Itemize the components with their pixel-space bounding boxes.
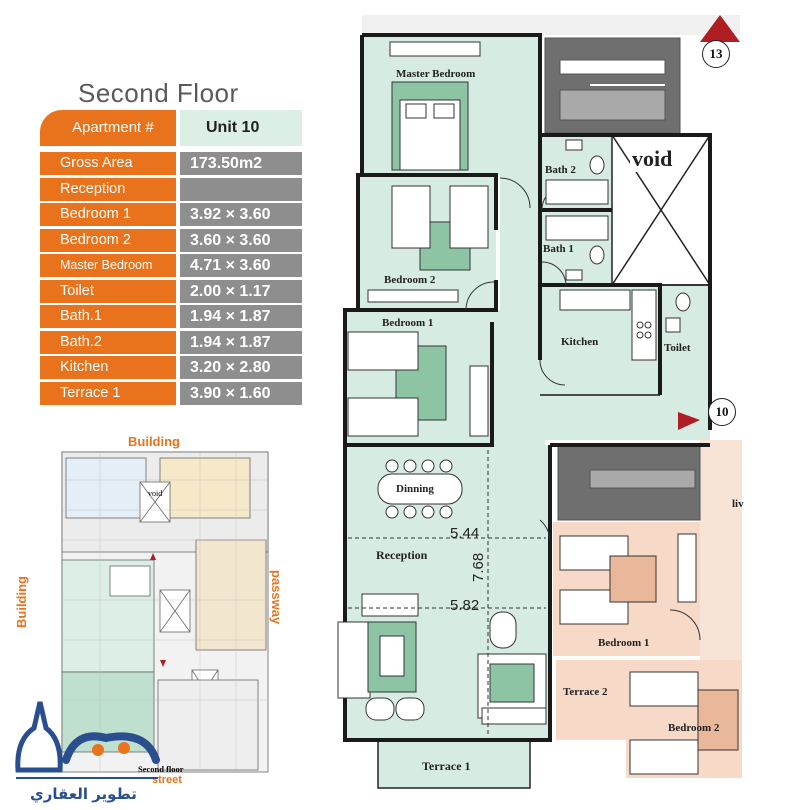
- spec-row-value: 3.60 × 3.60: [180, 228, 302, 252]
- spec-row-label: Bath.1: [40, 305, 176, 328]
- key-plan: [61, 451, 269, 773]
- dimension-length: 7.68: [470, 552, 487, 582]
- key-plan-grid: [62, 452, 268, 772]
- entrance-marker-arrow: [678, 412, 700, 430]
- spec-row-label: Reception: [40, 177, 176, 201]
- room-label-void: void: [630, 146, 675, 172]
- neighbor-corridor: [700, 440, 742, 660]
- room-label-neighbor-bedroom-1: Bedroom 1: [598, 637, 650, 649]
- key-plan-top-caption: Building: [128, 434, 180, 449]
- master-bed: [391, 81, 469, 171]
- bath-fixtures: [545, 139, 609, 281]
- entrance-number-marker: 10: [708, 398, 736, 426]
- spec-header-label: Apartment #: [40, 110, 176, 146]
- spec-row-value: [180, 177, 302, 201]
- spec-row-label: Bedroom 2: [40, 228, 176, 252]
- spec-row-value: 2.00 × 1.17: [180, 279, 302, 303]
- room-label-neighbor-terrace-2: Terrace 2: [563, 686, 608, 698]
- dimension-width-upper: 5.44: [450, 525, 480, 542]
- floor-title: Second Floor: [78, 78, 239, 108]
- door-swings: [465, 177, 701, 641]
- spec-row-value: 3.92 × 3.60: [180, 203, 302, 226]
- spec-row-label: Toilet: [40, 279, 176, 303]
- logo-text: تطوير العقاري: [30, 786, 137, 803]
- kitchen-fixtures: [559, 289, 657, 361]
- neighbor-terrace-2: [556, 660, 626, 740]
- key-plan-marker: [160, 660, 166, 667]
- toilet-fixtures: [665, 292, 691, 333]
- room-label-bath-1: Bath 1: [543, 243, 574, 255]
- spec-row-value: 3.20 × 2.80: [180, 356, 302, 379]
- key-plan-marker: [150, 553, 156, 560]
- spec-row-label: Kitchen: [40, 356, 176, 379]
- logo-mark: [15, 701, 160, 779]
- room-label-kitchen: Kitchen: [561, 336, 599, 348]
- spec-row-label: Bath.2: [40, 330, 176, 354]
- stairwell-lower: [557, 444, 701, 521]
- wardrobe: [389, 41, 481, 57]
- spec-row-value: 3.90 × 1.60: [180, 381, 302, 405]
- thin-walls: [540, 284, 710, 396]
- room-label-bedroom-1: Bedroom 1: [382, 317, 434, 329]
- key-plan-void-label: void: [148, 489, 163, 498]
- spec-row-value: 173.50m2: [180, 152, 302, 175]
- dining-table: [377, 459, 463, 519]
- bedroom-2-beds: [367, 185, 489, 303]
- terrace-1: [377, 739, 531, 789]
- spec-row-label: Bedroom 1: [40, 203, 176, 226]
- stairwell-top: [544, 37, 681, 134]
- room-label-neighbor-living: liv: [732, 498, 744, 510]
- room-label-bath-2: Bath 2: [545, 164, 576, 176]
- room-label-master-bedroom: Master Bedroom: [396, 68, 476, 80]
- walls: [343, 33, 712, 742]
- room-label-reception: Reception: [376, 548, 428, 562]
- spec-row: Reception: [40, 177, 302, 201]
- key-plan-street-caption: street: [152, 774, 182, 786]
- stair-marker-arrow: [700, 15, 740, 42]
- spec-row-label: Terrace 1: [40, 381, 176, 405]
- bedroom-1-beds: [347, 331, 489, 437]
- neighbor-furniture: [559, 533, 739, 775]
- spec-row-label: Gross Area: [40, 152, 176, 175]
- room-label-toilet: Toilet: [664, 342, 691, 354]
- room-label-bedroom-2: Bedroom 2: [384, 274, 436, 286]
- dimension-lines: [348, 450, 546, 736]
- key-plan-bottom-caption: Second floor: [138, 764, 184, 774]
- dimension-width-lower: 5.82: [450, 597, 480, 614]
- room-label-dinning: Dinning: [396, 483, 434, 495]
- spec-row-value: 1.94 × 1.87: [180, 305, 302, 328]
- spec-header-value: Unit 10: [180, 110, 302, 146]
- spec-header-row: Apartment # Unit 10: [40, 110, 302, 146]
- reception-furniture: [337, 593, 547, 725]
- room-label-terrace-1: Terrace 1: [422, 759, 471, 773]
- spec-row-value: 1.94 × 1.87: [180, 330, 302, 354]
- stair-number-marker: 13: [702, 40, 730, 68]
- room-label-neighbor-bedroom-2: Bedroom 2: [668, 722, 720, 734]
- site-background: [362, 15, 740, 35]
- spec-row-value: 4.71 × 3.60: [180, 254, 302, 277]
- spec-row-label: Master Bedroom: [40, 254, 176, 277]
